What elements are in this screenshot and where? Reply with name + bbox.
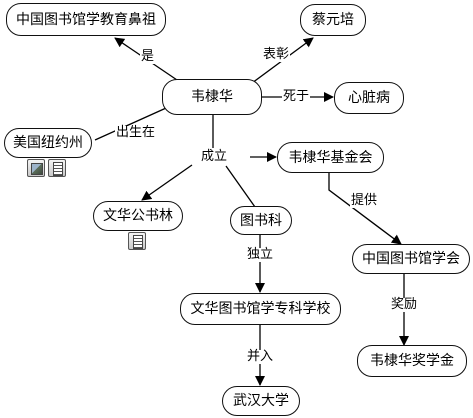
label-commend: 表彰	[262, 47, 291, 63]
node-china-lib-assoc: 中国图书馆学会	[352, 244, 470, 274]
label-award: 奖励	[390, 297, 419, 313]
node-wei-dihua: 韦棣华	[162, 79, 262, 115]
image-icon[interactable]	[27, 159, 45, 177]
label-founded: 成立	[200, 149, 229, 165]
label-merged: 并入	[246, 349, 275, 365]
node-new-york: 美国纽约州	[4, 128, 92, 158]
node-cai-yuanpei: 蔡元培	[300, 4, 366, 36]
node-heart-disease: 心脏病	[334, 82, 404, 114]
label-is: 是	[140, 49, 156, 65]
node-pioneer: 中国图书馆学教育鼻祖	[6, 3, 166, 36]
edge-born-in	[94, 103, 176, 141]
label-born-in: 出生在	[115, 125, 157, 141]
label-died-of: 死于	[282, 89, 311, 105]
edge-provide	[328, 172, 402, 245]
node-boone-library: 文华公书林	[93, 201, 183, 231]
edge-founded-dept	[225, 165, 256, 208]
node-award: 韦棣华奖学金	[357, 345, 467, 377]
document-icon[interactable]	[48, 159, 66, 177]
label-independent: 独立	[246, 247, 275, 263]
document-icon[interactable]	[128, 232, 146, 250]
label-provide: 提供	[350, 193, 379, 209]
node-library-school: 文华图书馆学专科学校	[180, 293, 341, 325]
node-wuhan-univ: 武汉大学	[222, 386, 300, 416]
edge-founded-boone	[141, 164, 193, 201]
node-library-dept: 图书科	[230, 206, 292, 235]
node-foundation: 韦棣华基金会	[277, 142, 384, 173]
